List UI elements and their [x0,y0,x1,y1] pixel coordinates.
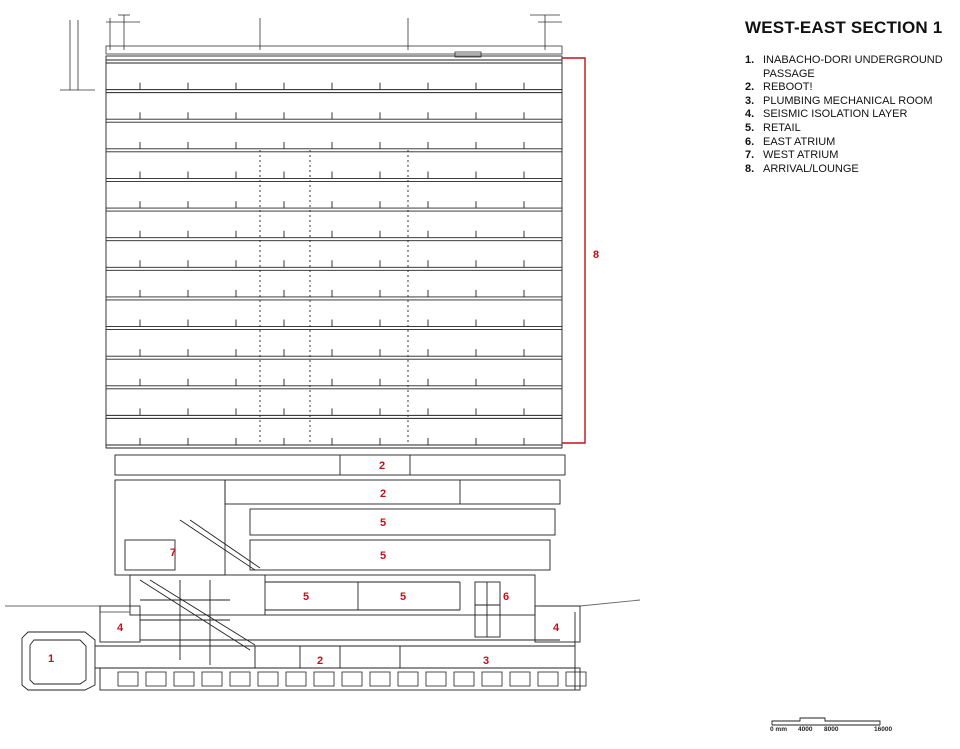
legend-item: 4.SEISMIC ISOLATION LAYER [745,108,908,121]
basement-cell [257,671,279,687]
ground-and-basement [5,599,641,691]
scale-label-4000: 4000 [798,726,813,733]
callout-seismic-west: 4 [117,622,124,634]
scale-label-16000: 16000 [874,726,893,733]
callout-plumbing: 3 [483,655,489,667]
podium [114,454,566,665]
basement-cell [145,671,167,687]
roof-equipment [60,14,563,91]
callout-arrival-lounge: 8 [593,249,599,261]
legend-item: 3.PLUMBING MECHANICAL ROOM [745,94,933,107]
callout-reboot-1: 2 [379,460,385,472]
callout-retail-2: 5 [380,550,386,562]
scale-label-0: 0 mm [770,726,787,733]
basement-cell [425,671,447,687]
basement-cell [229,671,251,687]
basement-cell [481,671,503,687]
callout-retail-3: 5 [303,591,309,603]
basement-cell [201,671,223,687]
callout-seismic-east: 4 [553,622,560,634]
callout-east-atrium: 6 [503,591,509,603]
basement-cell [397,671,419,687]
basement-cell [341,671,363,687]
callout-underground-passage: 1 [48,653,54,665]
legend-item: 1.INABACHO-DORI UNDERGROUND PASSAGE [745,54,943,80]
scale-bar-graphic [771,717,881,726]
section-title: WEST-EAST SECTION 1 [745,18,943,37]
basement-cell [313,671,335,687]
callout-retail-4: 5 [400,591,406,603]
legend-item: 8.ARRIVAL/LOUNGE [745,162,859,175]
basement-cell [565,671,587,687]
callout-retail-1: 5 [380,517,386,529]
legend-item: 7.WEST ATRIUM [745,149,839,162]
legend-list: 1.INABACHO-DORI UNDERGROUND PASSAGE 2.RE… [745,54,960,176]
basement-cell [285,671,307,687]
legend-item: 6.EAST ATRIUM [745,135,836,148]
basement-cell [537,671,559,687]
basement-cell [509,671,531,687]
scale-label-8000: 8000 [824,726,839,733]
callout-west-atrium: 7 [170,547,176,559]
basement-cell [453,671,475,687]
basement-cell [173,671,195,687]
scale-bar: 0 mm 4000 8000 16000 [770,715,920,737]
basement-cell [369,671,391,687]
basement-cells [117,671,587,687]
lounge-bracket [562,57,586,444]
legend-item: 5.RETAIL [745,121,801,134]
legend-item: 2.REBOOT! [745,81,813,94]
tower-floors [105,55,563,449]
basement-cell [117,671,139,687]
callout-reboot-2: 2 [380,488,386,500]
callout-reboot-3: 2 [317,655,323,667]
